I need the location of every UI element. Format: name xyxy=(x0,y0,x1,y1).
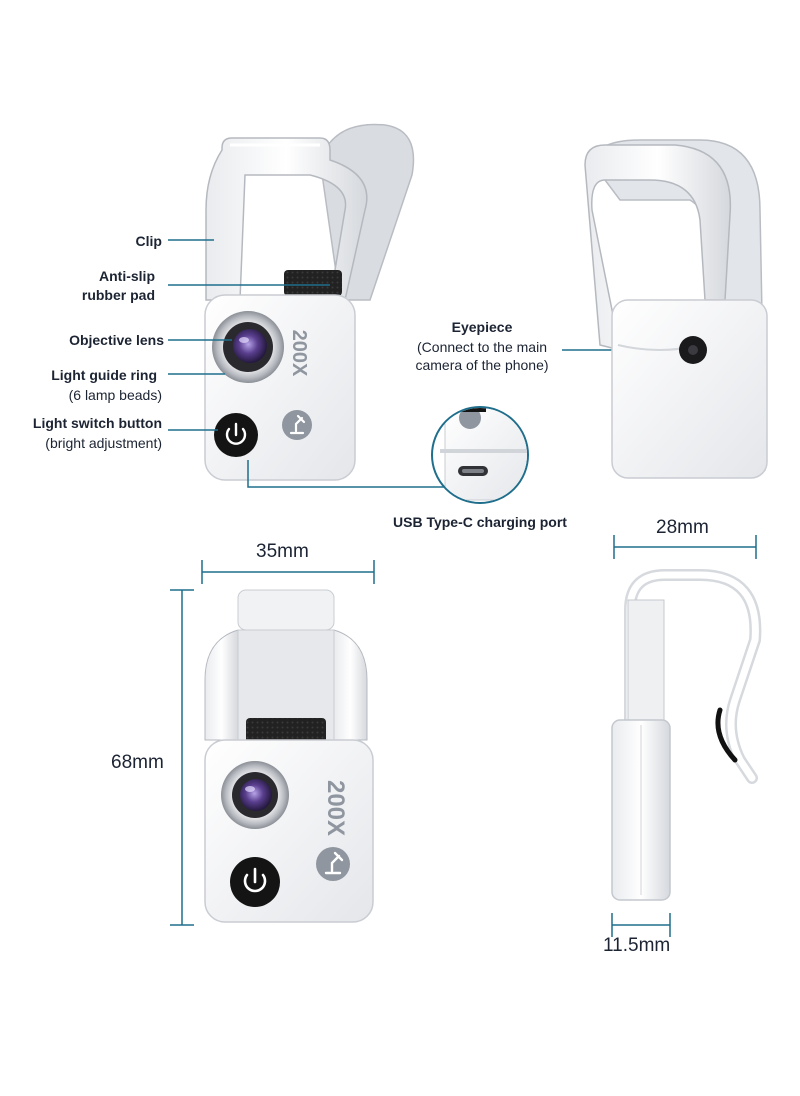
dimension-width: 35mm xyxy=(256,541,309,562)
label-lamp-beads: (6 lamp beads) xyxy=(68,387,162,403)
dim-magnification-text: 200X xyxy=(322,780,349,836)
label-eyepiece: Eyepiece xyxy=(451,319,513,335)
back-view-device xyxy=(584,139,768,479)
front-view-device xyxy=(204,123,415,481)
dimension-depth: 28mm xyxy=(656,517,709,538)
back-body xyxy=(611,299,768,479)
dimension-lines xyxy=(170,535,757,937)
side-view-device xyxy=(611,569,762,901)
dimension-thickness: 11.5mm xyxy=(603,935,671,956)
dim-objective-lens xyxy=(240,779,272,811)
label-bright-adjustment: (bright adjustment) xyxy=(45,435,162,451)
label-light-guide-ring: Light guide ring xyxy=(51,367,157,383)
label-eyepiece-connect: (Connect to the main xyxy=(417,339,547,355)
anti-slip-pad xyxy=(284,270,342,296)
label-rubber-pad: rubber pad xyxy=(81,287,155,303)
label-eyepiece-camera: camera of the phone) xyxy=(415,357,549,373)
label-usb-port: USB Type-C charging port xyxy=(393,514,567,530)
label-anti-slip: Anti-slip xyxy=(99,268,155,284)
dim-anti-slip-pad xyxy=(246,718,326,744)
usb-port-callout xyxy=(431,406,529,504)
dim-microscope-icon xyxy=(316,847,350,881)
microscope-icon xyxy=(282,410,312,440)
label-light-switch: Light switch button xyxy=(32,415,162,431)
label-clip: Clip xyxy=(135,233,162,249)
front-magnification-text: 200X xyxy=(288,330,310,377)
label-objective-lens: Objective lens xyxy=(69,332,164,348)
dimension-height: 68mm xyxy=(111,752,164,773)
objective-lens xyxy=(233,329,267,363)
front-dimension-device xyxy=(204,589,374,923)
